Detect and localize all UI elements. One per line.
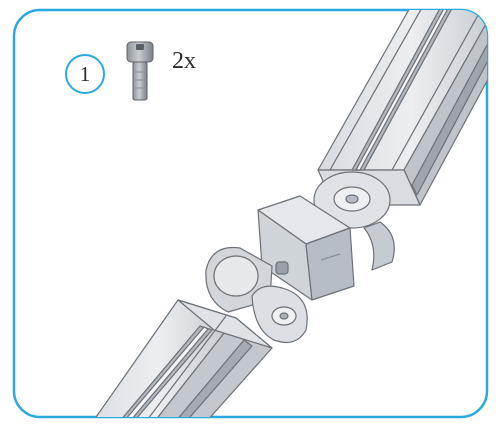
hex-socket-screw-icon: [126, 41, 154, 101]
upper-aluminium-profile: [317, 10, 487, 206]
step-number: 1: [79, 62, 91, 86]
part-quantity: 2x: [172, 48, 196, 74]
lower-hinge-knuckle: [205, 246, 308, 343]
step-number-circle: [65, 54, 105, 94]
lower-aluminium-profile: [79, 299, 273, 417]
joint-cube-connector: [257, 195, 355, 301]
upper-hinge-knuckle: [313, 171, 395, 271]
